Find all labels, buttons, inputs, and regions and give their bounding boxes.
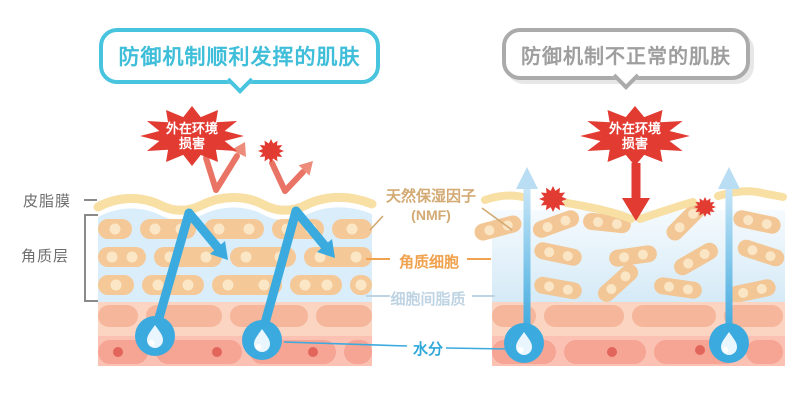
stratum-corneum-bracket <box>84 214 98 302</box>
label-connectors <box>84 199 513 350</box>
starburst-label-line2: 损害 <box>621 136 648 151</box>
penetrating-damage-arrow <box>622 163 650 221</box>
label-nmf-name: 天然保湿因子 <box>385 188 476 205</box>
label-intercellular-lipid: 细胞间脂质 <box>390 291 466 308</box>
title-bubble-healthy: 防御机制顺利发挥的肌肤 <box>99 28 380 94</box>
right-skin-diagram <box>472 106 787 366</box>
bounce-arrow <box>203 142 313 194</box>
label-moisture: 水分 <box>412 341 443 358</box>
label-nmf-abbr: (NMF) <box>411 207 451 223</box>
title-damaged: 防御机制不正常的肌肤 <box>521 45 731 68</box>
starburst-label-line1: 外在环境 <box>165 121 218 136</box>
starburst-label-right: 外在环境 损害 <box>580 121 690 151</box>
small-damage-starburst-icon <box>539 186 567 212</box>
corneocyte-bricks <box>98 219 372 295</box>
sebum-film-line <box>93 192 377 215</box>
small-damage-starburst-icon <box>258 139 284 163</box>
label-nmf: 天然保湿因子 (NMF) <box>376 188 486 224</box>
water-drop-icon <box>135 316 175 356</box>
water-drop-icon <box>709 323 749 363</box>
left-skin-diagram <box>93 106 377 366</box>
water-drop-icon <box>504 323 544 363</box>
starburst-label-line1: 外在环境 <box>608 121 661 136</box>
water-drop-icon <box>242 320 282 360</box>
title-bubble-damaged: 防御机制不正常的肌肤 <box>502 28 750 90</box>
title-healthy: 防御机制顺利发挥的肌肤 <box>118 46 361 69</box>
label-sebum-film: 皮脂膜 <box>23 193 72 210</box>
starburst-label-left: 外在环境 损害 <box>137 121 247 151</box>
moisture-escape-arrow <box>516 167 740 326</box>
starburst-label-line2: 损害 <box>178 136 205 151</box>
broken-sebum-film-line <box>481 187 787 223</box>
label-corneocyte: 角质细胞 <box>398 254 459 271</box>
moisture-circulation-arrow <box>150 206 335 339</box>
label-stratum-corneum: 角质层 <box>21 248 70 265</box>
